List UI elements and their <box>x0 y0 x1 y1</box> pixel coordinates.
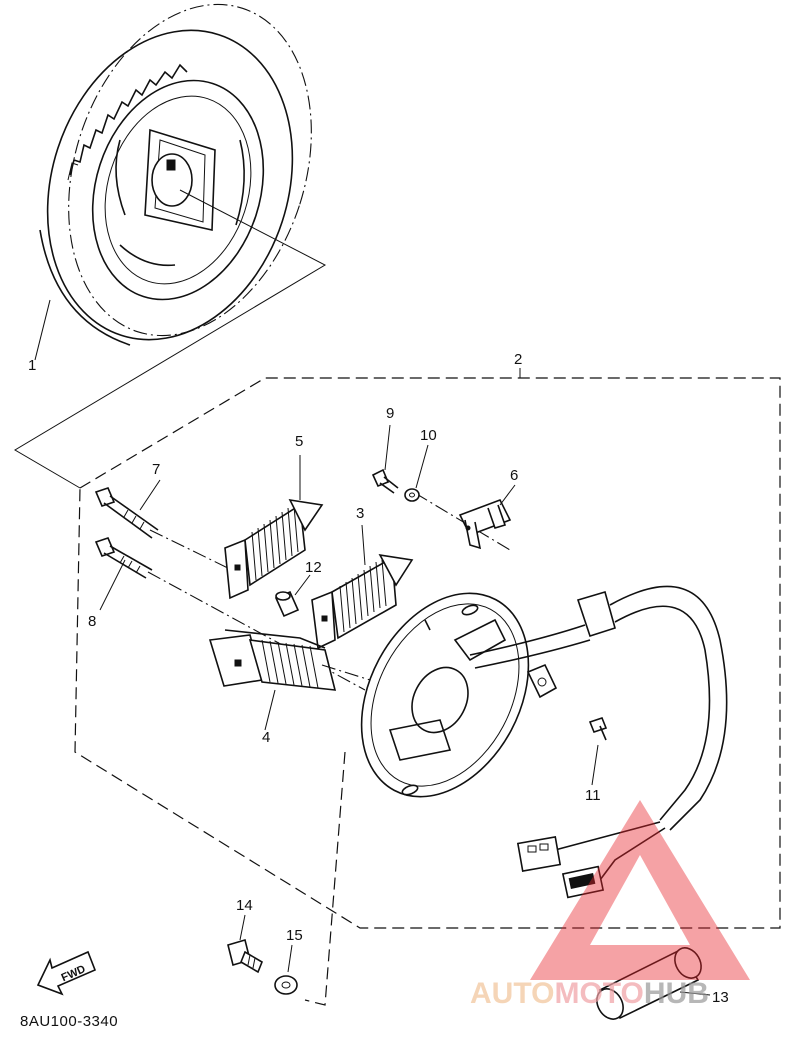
callout-3: 3 <box>356 505 364 522</box>
washer-10 <box>404 488 420 502</box>
fwd-arrow-icon: FWD <box>36 950 97 996</box>
connector-white <box>516 835 562 873</box>
callout-9: 9 <box>386 405 394 422</box>
watermark-auto: AUTO <box>470 977 554 1010</box>
bolt-14 <box>227 938 263 974</box>
coil-5 <box>224 498 324 600</box>
ring-gear-teeth <box>67 63 188 181</box>
cylinder-13 <box>596 947 702 1020</box>
screw-9 <box>371 468 399 494</box>
callout-14: 14 <box>236 897 253 914</box>
bolt-8 <box>94 537 153 579</box>
callout-1: 1 <box>28 357 36 374</box>
watermark-hub: HUB <box>644 977 709 1010</box>
callout-8: 8 <box>88 613 96 630</box>
callout-7: 7 <box>152 461 160 478</box>
callout-4: 4 <box>262 729 270 746</box>
callout-2: 2 <box>514 351 522 368</box>
diagram-code: 8AU100-3340 <box>20 1013 118 1030</box>
flywheel-rotor <box>39 3 312 346</box>
callout-15: 15 <box>286 927 303 944</box>
watermark-logo: AUTOMOTOHUB <box>470 800 750 1010</box>
cable-clamp <box>526 663 558 699</box>
callout-5: 5 <box>295 433 303 450</box>
callout-13: 13 <box>712 989 729 1006</box>
stator-base-plate <box>360 592 530 798</box>
callout-10: 10 <box>420 427 437 444</box>
spacer-12 <box>274 590 300 618</box>
callout-labels: 1 2 3 4 5 6 7 8 9 10 11 12 13 14 15 <box>28 351 729 1006</box>
coil-4 <box>208 629 337 691</box>
pickup-6 <box>458 498 512 550</box>
callout-11: 11 <box>585 787 601 804</box>
wire-harness <box>469 585 728 899</box>
assembly-boundary <box>74 377 781 929</box>
washer-15 <box>274 975 298 995</box>
watermark-triangle-icon <box>530 800 750 980</box>
callout-6: 6 <box>510 467 518 484</box>
callout-12: 12 <box>305 559 322 576</box>
screw-11 <box>588 717 608 741</box>
watermark-moto: MOTO <box>554 977 643 1010</box>
svg-text:AUTOMOTOHUB: AUTOMOTOHUB <box>470 977 709 1010</box>
connector-dark <box>561 865 605 899</box>
bolt-7 <box>94 487 159 539</box>
coil-3 <box>311 553 414 650</box>
